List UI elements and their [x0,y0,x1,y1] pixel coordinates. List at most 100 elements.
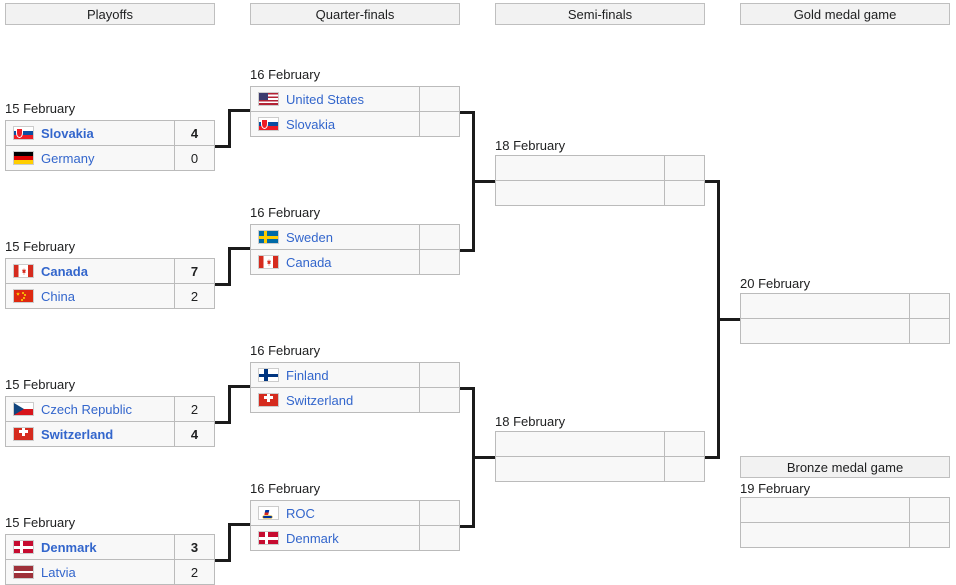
connector-final-in [717,318,743,321]
flag-denmark-icon [258,531,279,545]
flag-sweden-icon [258,230,279,244]
match-row[interactable]: Finland [250,362,460,388]
team-cell[interactable] [495,180,665,206]
match-playoff-3: Czech Republic 2 Switzerland 4 [5,396,215,447]
date-playoff-3: 15 February [5,377,76,392]
team-cell[interactable]: Denmark [250,525,420,551]
match-playoff-2: Canada 7 China 2 [5,258,215,309]
team-name[interactable]: Canada [41,263,88,279]
team-cell[interactable]: China [5,283,175,309]
team-cell[interactable]: Slovakia [250,111,420,137]
team-name[interactable]: Latvia [41,564,76,580]
team-cell[interactable] [495,155,665,181]
team-cell[interactable]: Switzerland [5,421,175,447]
round-header-playoffs: Playoffs [5,3,215,25]
score-cell [420,111,460,137]
team-cell[interactable] [495,456,665,482]
team-name[interactable]: Czech Republic [41,401,133,417]
team-name[interactable]: Finland [286,367,329,383]
match-row[interactable] [495,180,705,206]
team-name[interactable]: United States [286,91,365,107]
match-row[interactable]: ROC [250,500,460,526]
match-row[interactable] [740,318,950,344]
match-row[interactable]: Canada 7 [5,258,215,284]
team-cell[interactable]: Germany [5,145,175,171]
team-cell[interactable]: Sweden [250,224,420,250]
team-cell[interactable] [495,431,665,457]
flag-china-icon [13,289,34,303]
team-cell[interactable]: Canada [5,258,175,284]
round-header-semi-finals: Semi-finals [495,3,705,25]
team-cell[interactable]: Finland [250,362,420,388]
team-cell[interactable]: ROC [250,500,420,526]
score-cell [420,362,460,388]
connector-semi-1-in [472,180,498,183]
team-name[interactable]: Germany [41,150,95,166]
team-name[interactable]: Denmark [286,530,339,546]
team-cell[interactable]: Denmark [5,534,175,560]
team-cell[interactable]: Latvia [5,559,175,585]
score-cell [910,318,950,344]
team-cell[interactable]: Slovakia [5,120,175,146]
match-row[interactable]: Slovakia [250,111,460,137]
match-gold-medal-game [740,293,950,344]
match-row[interactable]: Canada [250,249,460,275]
match-row[interactable] [495,456,705,482]
date-playoff-4: 15 February [5,515,76,530]
round-header-quarter-finals: Quarter-finals [250,3,460,25]
team-cell[interactable]: United States [250,86,420,112]
team-cell[interactable] [740,497,910,523]
connector-semi-1-out [705,180,720,183]
match-row[interactable]: Denmark [250,525,460,551]
score-cell [420,525,460,551]
team-cell[interactable]: Switzerland [250,387,420,413]
match-row[interactable] [740,497,950,523]
team-cell[interactable]: Canada [250,249,420,275]
connector-qf-2-out [460,249,475,252]
team-cell[interactable] [740,318,910,344]
flag-switzerland-icon [13,427,34,441]
team-name[interactable]: Slovakia [41,125,94,141]
team-name[interactable]: Switzerland [286,392,354,408]
match-row[interactable] [495,155,705,181]
match-row[interactable] [740,293,950,319]
match-row[interactable]: Czech Republic 2 [5,396,215,422]
team-cell[interactable]: Czech Republic [5,396,175,422]
match-row[interactable] [495,431,705,457]
team-name[interactable]: Slovakia [286,116,336,132]
team-cell[interactable] [740,293,910,319]
match-row[interactable]: Sweden [250,224,460,250]
match-row[interactable]: Switzerland 4 [5,421,215,447]
team-cell[interactable] [740,522,910,548]
match-row[interactable] [740,522,950,548]
connector-playoff-3-vert [228,385,231,424]
flag-roc-icon [258,506,279,520]
flag-denmark-icon [13,540,34,554]
connector-playoff-1-vert [228,109,231,148]
date-quarter-final-1: 16 February [250,67,321,82]
match-row[interactable]: Germany 0 [5,145,215,171]
connector-playoff-3-out [215,421,231,424]
match-row[interactable]: Slovakia 4 [5,120,215,146]
match-row[interactable]: United States [250,86,460,112]
date-gold-medal-game: 20 February [740,276,811,291]
score-cell [665,431,705,457]
team-name[interactable]: Canada [286,254,332,270]
match-row[interactable]: Denmark 3 [5,534,215,560]
flag-slovakia-icon [13,126,34,140]
score-cell: 4 [175,421,215,447]
team-name[interactable]: Switzerland [41,426,114,442]
match-row[interactable]: Latvia 2 [5,559,215,585]
team-name[interactable]: China [41,288,75,304]
team-name[interactable]: Sweden [286,229,333,245]
match-row[interactable]: China 2 [5,283,215,309]
match-row[interactable]: Switzerland [250,387,460,413]
score-cell: 2 [175,283,215,309]
team-name[interactable]: ROC [286,505,315,521]
score-cell [910,522,950,548]
connector-qf-3-out [460,387,475,390]
score-cell [420,224,460,250]
date-playoff-1: 15 February [5,101,76,116]
team-name[interactable]: Denmark [41,539,97,555]
